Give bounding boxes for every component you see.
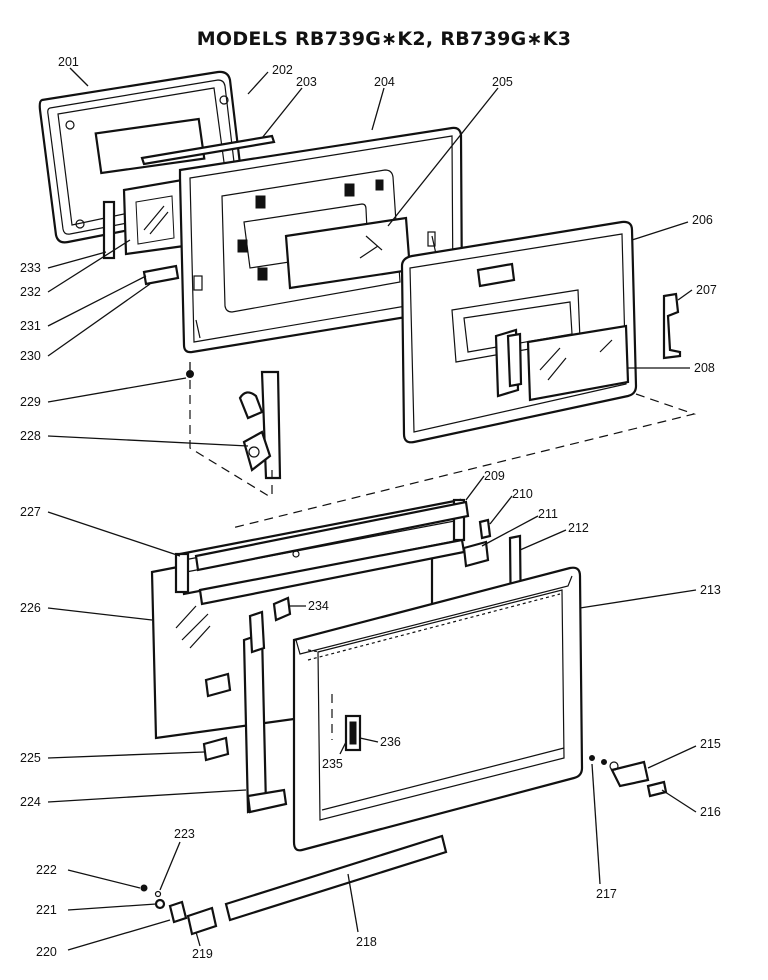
callout-211: 211 xyxy=(538,507,558,521)
callout-203: 203 xyxy=(296,75,317,89)
callout-208: 208 xyxy=(694,361,715,375)
callout-234: 234 xyxy=(308,599,329,613)
part-232-glass-frame xyxy=(122,178,186,256)
callout-216: 216 xyxy=(700,805,721,819)
callout-228: 228 xyxy=(20,429,41,443)
part-210-clip xyxy=(478,518,492,540)
callout-213: 213 xyxy=(700,583,721,597)
callout-236: 236 xyxy=(380,735,401,749)
callout-labels: 201 202 203 204 205 206 207 208 233 232 … xyxy=(20,55,721,961)
callout-222: 222 xyxy=(36,863,57,877)
part-234-bracket xyxy=(272,596,292,622)
callout-227: 227 xyxy=(20,505,41,519)
callout-201: 201 xyxy=(58,55,79,69)
part-223-nut xyxy=(154,890,162,898)
callout-223: 223 xyxy=(174,827,195,841)
part-216-cap xyxy=(646,780,668,798)
callout-215: 215 xyxy=(700,737,721,751)
part-218-bottom-trim xyxy=(224,834,448,922)
part-219-end-cap xyxy=(186,906,218,936)
part-230-clip xyxy=(142,264,180,286)
callout-212: 212 xyxy=(568,521,589,535)
part-229-screw xyxy=(186,362,194,378)
part-228-door-hinge xyxy=(238,370,282,480)
callout-226: 226 xyxy=(20,601,41,615)
part-208-window-assembly xyxy=(526,324,630,402)
part-224-side-strip xyxy=(242,610,288,814)
callout-231: 231 xyxy=(20,319,41,333)
part-213-door-frame xyxy=(292,566,584,852)
callout-233: 233 xyxy=(20,261,41,275)
part-222-screw xyxy=(140,884,148,892)
callout-218: 218 xyxy=(356,935,377,949)
part-233-bracket xyxy=(102,200,116,260)
callout-235: 235 xyxy=(322,757,343,771)
callout-224: 224 xyxy=(20,795,41,809)
part-217-screw xyxy=(589,755,607,765)
part-236-latch xyxy=(344,714,362,752)
callout-225: 225 xyxy=(20,751,41,765)
callout-217: 217 xyxy=(596,887,617,901)
callout-220: 220 xyxy=(36,945,57,959)
callout-202: 202 xyxy=(272,63,293,77)
callout-209: 209 xyxy=(484,469,505,483)
callout-229: 229 xyxy=(20,395,41,409)
part-215-hinge-bracket xyxy=(609,760,650,788)
callout-219: 219 xyxy=(192,947,213,961)
part-211-bracket xyxy=(462,540,490,568)
callout-204: 204 xyxy=(374,75,395,89)
callout-207: 207 xyxy=(696,283,717,297)
callout-232: 232 xyxy=(20,285,41,299)
leader-lines xyxy=(47,67,697,951)
callout-210: 210 xyxy=(512,487,533,501)
part-203-top-strip xyxy=(140,134,276,166)
callout-230: 230 xyxy=(20,349,41,363)
part-221-washer xyxy=(154,898,166,910)
callout-206: 206 xyxy=(692,213,713,227)
part-207-hinge-bracket xyxy=(662,292,682,360)
part-220-bracket xyxy=(168,900,188,924)
diagram-title: MODELS RB739G∗K2, RB739G∗K3 xyxy=(196,28,572,50)
part-225-clip xyxy=(202,736,230,762)
callout-205: 205 xyxy=(492,75,513,89)
callout-221: 221 xyxy=(36,903,57,917)
